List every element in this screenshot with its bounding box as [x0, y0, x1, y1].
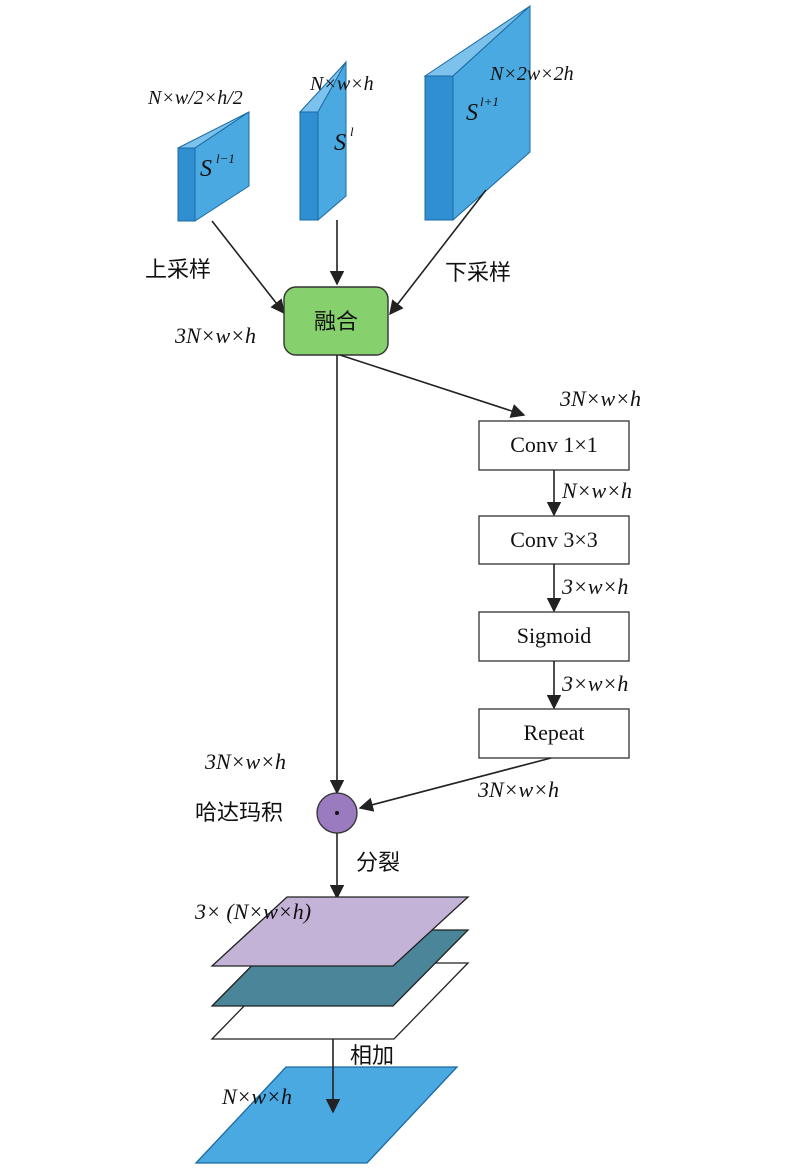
- repeat-block: [478, 708, 630, 759]
- feature-map-left-sup: l−1: [216, 151, 235, 166]
- sigmoid-block: [478, 611, 630, 662]
- feature-map-right-dim: N×2w×2h: [489, 63, 574, 85]
- conv1-block: [478, 420, 630, 471]
- split-label: 分裂: [356, 851, 400, 876]
- feature-map-mid-name: S: [334, 130, 346, 156]
- feature-map-right: S l+1: [423, 4, 531, 222]
- feature-map-mid-dim: N×w×h: [309, 73, 374, 95]
- hadamard-dot: [335, 811, 339, 815]
- feature-map-left-dim: N×w/2×h/2: [147, 87, 243, 109]
- conv3-block: [478, 515, 630, 565]
- add-label: 相加: [350, 1044, 394, 1069]
- output-map: [194, 1066, 459, 1164]
- feature-map-mid: S l: [298, 60, 354, 222]
- repeat-label: Repeat: [523, 720, 584, 745]
- feature-map-right-sup: l+1: [480, 94, 499, 109]
- downsample-label: 下采样: [445, 261, 511, 286]
- sigmoid-out-dim: 3×w×h: [561, 671, 628, 696]
- upsample-arrow: [211, 220, 285, 315]
- feature-map-mid-sup: l: [350, 124, 354, 139]
- conv1-in-dim: 3N×w×h: [559, 386, 641, 411]
- fuse-to-conv-arrow: [339, 354, 526, 418]
- feature-map-right-name: S: [466, 100, 478, 126]
- sigmoid-label: Sigmoid: [517, 623, 592, 648]
- final-out-dim: N×w×h: [221, 1084, 292, 1109]
- feature-map-left-name: S: [200, 156, 212, 182]
- repeat-to-hadamard-arrow: [358, 757, 552, 812]
- split-layer-top: [210, 896, 470, 967]
- split-out-dim: 3× (N×w×h): [194, 899, 311, 924]
- upsample-label: 上采样: [145, 258, 211, 283]
- downsample-arrow: [389, 189, 487, 316]
- conv1-label: Conv 1×1: [510, 432, 598, 457]
- hadamard-label: 哈达玛积: [195, 801, 283, 826]
- fuse-out-dim: 3N×w×h: [174, 323, 256, 348]
- fuse-label: 融合: [314, 310, 358, 335]
- conv3-out-dim: 3×w×h: [561, 574, 628, 599]
- fuse-box: [283, 286, 389, 356]
- feature-map-left: S l−1: [177, 111, 250, 222]
- repeat-out-dim: 3N×w×h: [477, 777, 559, 802]
- conv1-out-dim: N×w×h: [561, 478, 632, 503]
- conv3-label: Conv 3×3: [510, 527, 598, 552]
- main-branch-dim: 3N×w×h: [204, 749, 286, 774]
